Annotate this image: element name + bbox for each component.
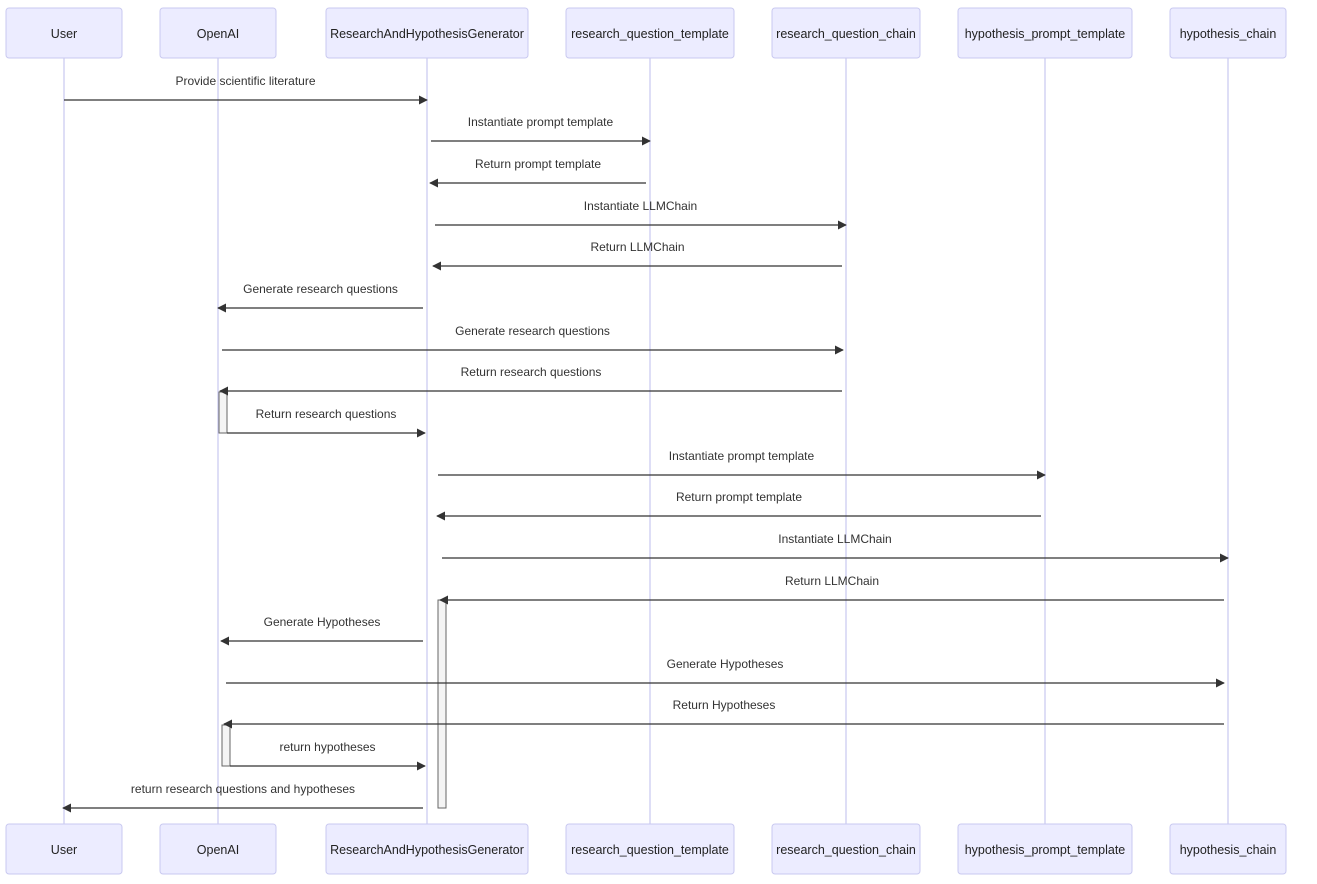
actors-top: User OpenAI ResearchAndHypothesisGenerator…	[5, 7, 1287, 59]
activation-bar-openai-1	[218, 391, 228, 434]
message-label: return hypotheses	[279, 740, 375, 754]
actors-bottom: User OpenAI ResearchAndHypothesisGenerator…	[5, 823, 1287, 875]
actor-label: research_question_chain	[776, 27, 916, 41]
actor-hc-top[interactable]: hypothesis_chain	[1169, 7, 1287, 59]
messages: Provide scientific literatureInstantiate…	[62, 74, 1229, 813]
actor-label: research_question_template	[571, 27, 729, 41]
actor-box	[5, 823, 123, 875]
message-label: Provide scientific literature	[175, 74, 315, 88]
actor-label: ResearchAndHypothesisGenerator	[330, 27, 524, 41]
message-label: Return LLMChain	[590, 240, 684, 254]
actor-label: OpenAI	[197, 843, 239, 857]
actor-label: research_question_template	[571, 843, 729, 857]
message-label: return research questions and hypotheses	[131, 782, 355, 796]
message-label: Instantiate prompt template	[669, 449, 815, 463]
actor-hc-bottom[interactable]: hypothesis_chain	[1169, 823, 1287, 875]
actor-hpt-top[interactable]: hypothesis_prompt_template	[957, 7, 1133, 59]
actor-label: OpenAI	[197, 27, 239, 41]
actor-box	[1169, 7, 1287, 59]
message-label: Generate research questions	[455, 324, 610, 338]
message-7: Generate research questions	[222, 324, 844, 355]
message-16: Return Hypotheses	[223, 698, 1224, 729]
message-label: Return research questions	[461, 365, 602, 379]
message-14: Generate Hypotheses	[220, 615, 423, 646]
message-label: Return LLMChain	[785, 574, 879, 588]
actor-box	[957, 7, 1133, 59]
message-label: Return prompt template	[475, 157, 601, 171]
actor-label: User	[51, 843, 77, 857]
message-label: Instantiate LLMChain	[584, 199, 697, 213]
message-label: Return Hypotheses	[673, 698, 776, 712]
message-label: Instantiate prompt template	[468, 115, 614, 129]
message-5: Return LLMChain	[432, 240, 842, 271]
message-8: Return research questions	[219, 365, 842, 396]
message-11: Return prompt template	[436, 490, 1041, 521]
actor-rqt-top[interactable]: research_question_template	[565, 7, 735, 59]
message-1: Provide scientific literature	[64, 74, 428, 105]
actor-box	[771, 823, 921, 875]
message-2: Instantiate prompt template	[431, 115, 651, 146]
actor-box	[565, 7, 735, 59]
message-6: Generate research questions	[217, 282, 423, 313]
message-3: Return prompt template	[429, 157, 646, 188]
message-13: Return LLMChain	[439, 574, 1224, 605]
actor-user-top[interactable]: User	[5, 7, 123, 59]
actor-rqc-bottom[interactable]: research_question_chain	[771, 823, 921, 875]
actor-openai-bottom[interactable]: OpenAI	[159, 823, 277, 875]
message-label: Return prompt template	[676, 490, 802, 504]
activation-bar-openai-2	[221, 724, 231, 767]
actor-label: hypothesis_prompt_template	[965, 27, 1126, 41]
actor-rqt-bottom[interactable]: research_question_template	[565, 823, 735, 875]
lifelines	[63, 58, 1229, 824]
actor-rhg-top[interactable]: ResearchAndHypothesisGenerator	[325, 7, 529, 59]
actor-box	[159, 7, 277, 59]
actor-hpt-bottom[interactable]: hypothesis_prompt_template	[957, 823, 1133, 875]
message-12: Instantiate LLMChain	[442, 532, 1229, 563]
message-label: Generate Hypotheses	[264, 615, 381, 629]
message-18: return research questions and hypotheses	[62, 782, 423, 813]
actor-label: ResearchAndHypothesisGenerator	[330, 843, 524, 857]
actor-box	[159, 823, 277, 875]
actor-box	[1169, 823, 1287, 875]
actor-box	[5, 7, 123, 59]
actor-box	[957, 823, 1133, 875]
actor-rqc-top[interactable]: research_question_chain	[771, 7, 921, 59]
actor-box	[325, 7, 529, 59]
actor-label: User	[51, 27, 77, 41]
activation-bar-rhg-1	[437, 599, 447, 809]
actor-box	[771, 7, 921, 59]
message-9: Return research questions	[227, 407, 426, 438]
message-label: Generate research questions	[243, 282, 398, 296]
actor-label: hypothesis_chain	[1180, 27, 1277, 41]
message-label: Instantiate LLMChain	[778, 532, 891, 546]
message-label: Return research questions	[256, 407, 397, 421]
actor-user-bottom[interactable]: User	[5, 823, 123, 875]
actor-label: research_question_chain	[776, 843, 916, 857]
actor-box	[325, 823, 529, 875]
message-15: Generate Hypotheses	[226, 657, 1225, 688]
message-17: return hypotheses	[230, 740, 426, 771]
message-10: Instantiate prompt template	[438, 449, 1046, 480]
actor-openai-top[interactable]: OpenAI	[159, 7, 277, 59]
actor-label: hypothesis_chain	[1180, 843, 1277, 857]
actor-box	[565, 823, 735, 875]
message-label: Generate Hypotheses	[667, 657, 784, 671]
actor-label: hypothesis_prompt_template	[965, 843, 1126, 857]
message-4: Instantiate LLMChain	[435, 199, 847, 230]
actor-rhg-bottom[interactable]: ResearchAndHypothesisGenerator	[325, 823, 529, 875]
